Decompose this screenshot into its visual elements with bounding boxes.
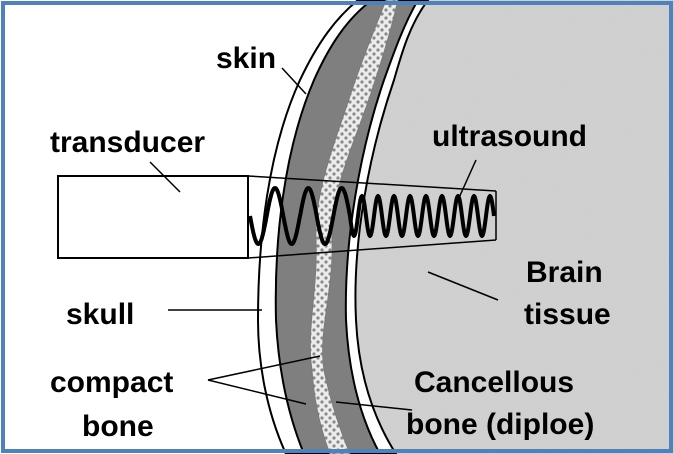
cancellous-label-line1: Cancellous xyxy=(414,366,574,399)
transducer-box xyxy=(58,176,248,258)
brain-label-line1: Brain xyxy=(526,256,603,289)
ultrasound-label: ultrasound xyxy=(432,120,587,153)
skin-label: skin xyxy=(216,42,276,75)
transducer-label: transducer xyxy=(50,126,205,159)
compact-label-line2: bone xyxy=(82,410,154,443)
brain-label-line2: tissue xyxy=(524,298,611,331)
cancellous-label-line2: bone (diploe) xyxy=(406,408,594,441)
skull-label: skull xyxy=(66,298,134,331)
compact-label-line1: compact xyxy=(50,366,173,399)
